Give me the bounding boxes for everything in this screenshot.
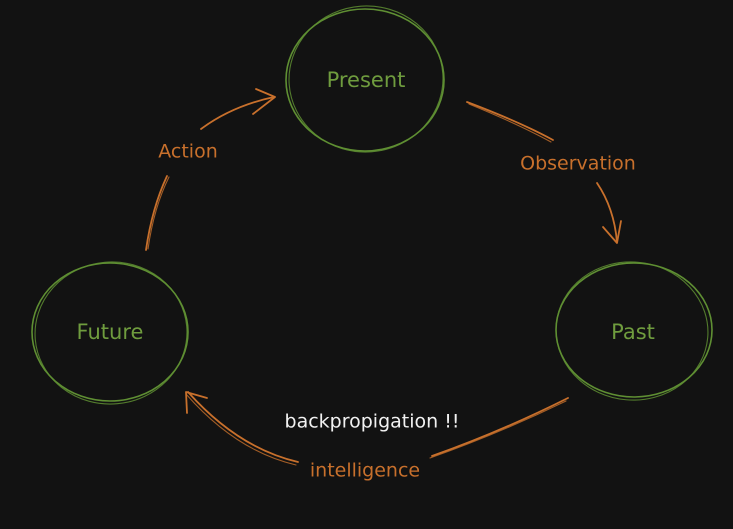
node-present[interactable]: Present: [284, 1, 448, 157]
node-present-label: Present: [327, 68, 406, 92]
edge-present-to-past[interactable]: Observation: [466, 101, 636, 244]
edge-past-to-future[interactable]: intelligence: [185, 391, 569, 482]
arrowhead-past-icon: [602, 220, 622, 244]
edge-action-label: Action: [158, 141, 218, 163]
edge-intelligence-label: intelligence: [310, 460, 420, 482]
node-future-label: Future: [77, 320, 144, 344]
node-past[interactable]: Past: [550, 256, 713, 407]
edge-future-to-present[interactable]: Action: [145, 88, 276, 251]
node-past-label: Past: [611, 320, 655, 344]
arrowhead-future-icon: [185, 391, 208, 414]
node-future[interactable]: Future: [29, 256, 193, 411]
backpropagation-annotation: backpropigation !!: [285, 411, 460, 433]
arrowhead-present-icon: [252, 88, 276, 115]
edge-observation-label: Observation: [520, 153, 636, 175]
